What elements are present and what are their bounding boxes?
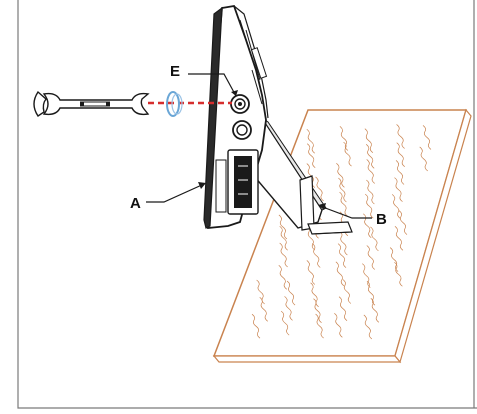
- grain-line: [280, 310, 290, 336]
- grain-line: [365, 193, 374, 219]
- grain-line: [366, 179, 375, 205]
- grain-line: [278, 265, 287, 290]
- grain-line: [419, 146, 428, 172]
- grain-line: [395, 160, 405, 185]
- grain-line: [394, 226, 404, 251]
- grain-line: [339, 230, 348, 256]
- grain-line: [306, 225, 316, 251]
- grain-line: [315, 313, 324, 339]
- callout-e: E: [170, 63, 180, 80]
- grain-line: [306, 128, 316, 154]
- grain-line: [312, 243, 321, 268]
- grain-line: [396, 124, 405, 149]
- leader-a: [146, 182, 206, 203]
- grain-line: [366, 159, 375, 184]
- grain-line: [339, 191, 348, 217]
- grain-line: [363, 314, 373, 340]
- grain-line: [394, 261, 403, 287]
- grain-line: [337, 243, 347, 268]
- grain-line: [343, 141, 352, 167]
- grain-line: [284, 296, 293, 321]
- grain-line: [338, 177, 347, 203]
- grain-line: [364, 128, 374, 153]
- grain-line: [279, 242, 288, 268]
- grain-line: [259, 297, 268, 322]
- grain-line: [366, 280, 376, 306]
- grain-line: [335, 261, 345, 287]
- lower-bolt: [232, 120, 252, 140]
- grain-line: [251, 313, 261, 339]
- wood-grain: [251, 124, 432, 340]
- grain-line: [315, 176, 324, 202]
- grain-line: [370, 226, 379, 252]
- fixture-housing: [203, 4, 269, 229]
- grain-line: [394, 177, 403, 202]
- grain-line: [338, 296, 348, 321]
- grain-line: [278, 214, 288, 240]
- grain-line: [396, 142, 405, 167]
- grain-line: [336, 163, 345, 188]
- grain-line: [389, 247, 399, 272]
- washer-icon: [166, 91, 183, 117]
- grain-line: [366, 245, 375, 270]
- grain-line: [339, 126, 349, 151]
- grain-line: [286, 280, 296, 306]
- callout-b: B: [376, 211, 387, 228]
- figure-frame: [17, 0, 477, 409]
- grain-line: [313, 298, 322, 323]
- leader-b: [318, 203, 372, 219]
- grain-line: [362, 263, 371, 288]
- grain-line: [370, 298, 380, 323]
- grain-line: [342, 279, 352, 304]
- wrench-icon: [33, 90, 150, 117]
- grain-line: [334, 313, 343, 338]
- grain-line: [391, 194, 401, 219]
- callout-a: A: [130, 195, 141, 212]
- grain-line: [306, 260, 316, 285]
- bolt-icon: [230, 94, 250, 114]
- grain-line: [279, 225, 288, 251]
- grain-line: [398, 210, 408, 235]
- leader-e: [188, 73, 238, 97]
- grain-line: [306, 143, 316, 168]
- grain-line: [422, 125, 432, 150]
- grain-line: [365, 144, 375, 169]
